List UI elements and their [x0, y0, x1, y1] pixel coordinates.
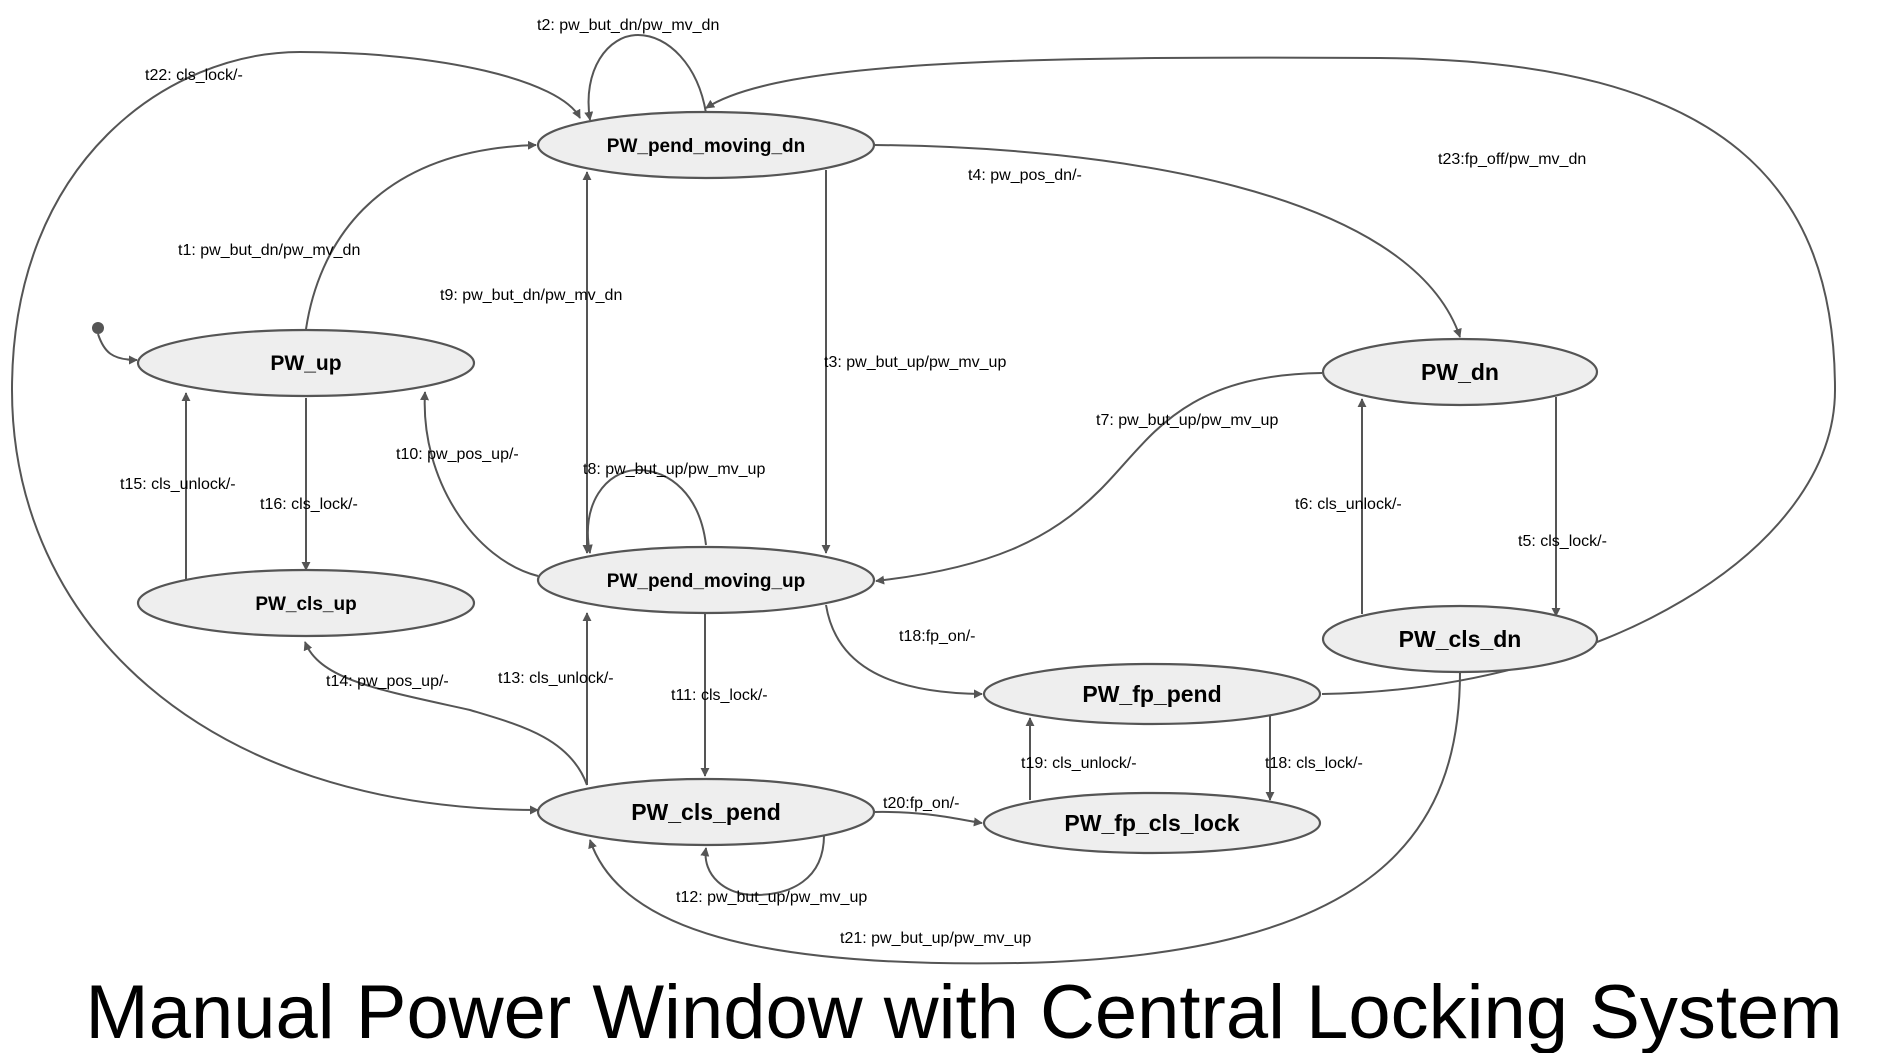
- label-t4: t4: pw_pos_dn/-: [968, 167, 1082, 184]
- label-t23: t23:fp_off/pw_mv_dn: [1438, 151, 1586, 168]
- edge-t4: [873, 144, 1462, 338]
- edge-t2: [584, 33, 707, 121]
- edge-t1: [305, 140, 537, 330]
- state-pw-fp-cls-lock: PW_fp_cls_lock: [982, 791, 1322, 855]
- state-label-pw-cls-pend: PW_cls_pend: [631, 799, 781, 825]
- state-label-pw-cls-dn: PW_cls_dn: [1399, 626, 1522, 652]
- state-label-pw-fp-pend: PW_fp_pend: [1082, 681, 1221, 707]
- state-pw-cls-pend: PW_cls_pend: [536, 777, 876, 847]
- state-pw-pend-moving-dn: PW_pend_moving_dn: [536, 110, 876, 180]
- label-t11: t11: cls_lock/-: [671, 687, 768, 704]
- state-label-pw-dn: PW_dn: [1421, 359, 1499, 385]
- label-t5: t5: cls_lock/-: [1518, 533, 1607, 550]
- diagram-title: Manual Power Window with Central Locking…: [85, 970, 1842, 1053]
- label-t3: t3: pw_but_up/pw_mv_up: [824, 354, 1006, 371]
- edge-t21: [588, 671, 1461, 965]
- state-label-pw-up: PW_up: [270, 352, 341, 375]
- initial-transition: [97, 333, 138, 365]
- state-pw-pend-moving-up: PW_pend_moving_up: [536, 545, 876, 615]
- state-pw-fp-pend: PW_fp_pend: [982, 662, 1322, 726]
- state-label-pw-cls-up: PW_cls_up: [255, 594, 356, 615]
- initial-state-dot: [92, 322, 104, 334]
- edge-t14: [303, 641, 588, 786]
- state-pw-cls-up: PW_cls_up: [136, 568, 476, 638]
- label-t13: t13: cls_unlock/-: [498, 670, 614, 687]
- edge-t18a: [825, 604, 983, 699]
- edge-t7: [875, 372, 1323, 585]
- label-t18a: t18:fp_on/-: [899, 628, 976, 645]
- label-t8: t8: pw_but_up/pw_mv_up: [583, 461, 765, 478]
- state-label-pw-fp-cls-lock: PW_fp_cls_lock: [1064, 810, 1239, 836]
- label-t19: t19: cls_unlock/-: [1021, 755, 1137, 772]
- edge-t12: [700, 834, 825, 897]
- edge-t10: [420, 391, 539, 577]
- label-t2: t2: pw_but_dn/pw_mv_dn: [537, 17, 719, 34]
- label-t6: t6: cls_unlock/-: [1295, 496, 1402, 513]
- label-t9: t9: pw_but_dn/pw_mv_dn: [440, 287, 622, 304]
- label-t20: t20:fp_on/-: [883, 795, 960, 812]
- state-pw-up: PW_up: [136, 328, 476, 398]
- label-t18b: t18: cls_lock/-: [1265, 755, 1363, 772]
- label-t14: t14: pw_pos_up/-: [326, 673, 449, 690]
- edge-t8: [583, 468, 707, 554]
- state-pw-cls-dn: PW_cls_dn: [1321, 604, 1599, 674]
- label-t15: t15: cls_unlock/-: [120, 476, 236, 493]
- edge-t23: [705, 56, 1837, 695]
- label-t16: t16: cls_lock/-: [260, 496, 358, 513]
- label-t10: t10: pw_pos_up/-: [396, 446, 519, 463]
- state-pw-dn: PW_dn: [1321, 337, 1599, 407]
- label-t12: t12: pw_but_up/pw_mv_up: [676, 889, 867, 906]
- state-label-pw-pend-moving-up: PW_pend_moving_up: [607, 571, 805, 592]
- label-t7: t7: pw_but_up/pw_mv_up: [1096, 412, 1278, 429]
- label-t1: t1: pw_but_dn/pw_mv_dn: [178, 242, 360, 259]
- state-label-pw-pend-moving-dn: PW_pend_moving_dn: [607, 136, 805, 157]
- label-t21: t21: pw_but_up/pw_mv_up: [840, 930, 1031, 947]
- edge-t20: [873, 810, 983, 827]
- edge-t22: [10, 50, 581, 815]
- label-t22: t22: cls_lock/-: [145, 67, 243, 84]
